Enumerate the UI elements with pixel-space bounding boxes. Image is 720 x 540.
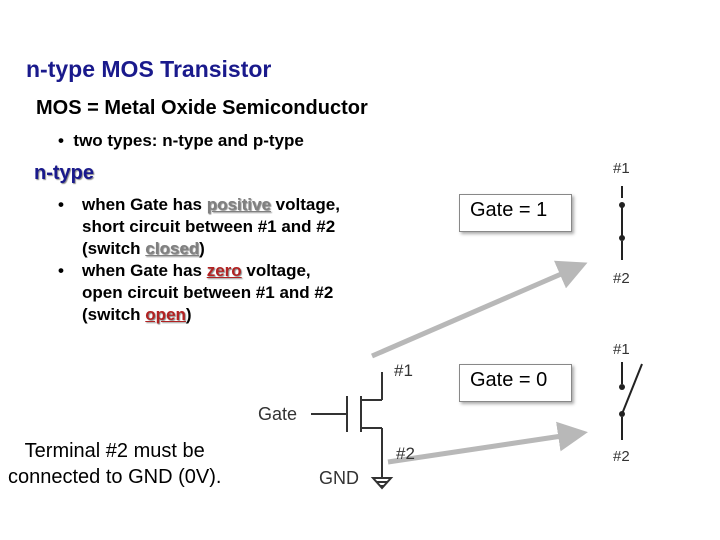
bullet-types-text: two types: n-type and p-type xyxy=(73,131,304,150)
ground-note-line1: Terminal #2 must be xyxy=(24,440,205,462)
rule-positive-line2: short circuit between #1 and #2 xyxy=(82,217,336,236)
closed-switch-top-label: #1 xyxy=(613,160,630,177)
bullet-types: • two types: n-type and p-type xyxy=(58,131,304,151)
ground-note: Terminal #2 must be connected to GND (0V… xyxy=(8,438,221,490)
gnd-icon xyxy=(370,477,394,490)
highlight-positive: positive xyxy=(206,195,271,214)
highlight-zero: zero xyxy=(206,261,242,280)
open-switch-top-label: #1 xyxy=(613,341,630,358)
open-switch-contact-bottom xyxy=(619,411,625,417)
open-switch-blade xyxy=(621,363,643,415)
open-switch-bottom-label: #2 xyxy=(613,448,630,465)
arrow-to-open-switch xyxy=(387,421,588,465)
rule-positive: • when Gate has positive voltage, short … xyxy=(58,194,340,260)
gate1-box: Gate = 1 xyxy=(459,194,572,232)
gate0-box: Gate = 0 xyxy=(459,364,572,402)
bullet-dot: • xyxy=(58,131,74,150)
gate-label: Gate xyxy=(258,404,298,424)
closed-switch-contact-bottom xyxy=(619,235,625,241)
rule-zero-line3: (switch open) xyxy=(82,305,192,324)
gnd-label: GND xyxy=(319,468,359,488)
highlight-open: open xyxy=(145,305,186,324)
terminal2-label: #2 xyxy=(396,444,415,463)
arrow-to-closed-switch xyxy=(371,260,588,359)
rule-zero-line1: when Gate has zero voltage, xyxy=(82,261,311,280)
closed-switch-contact-top xyxy=(619,202,625,208)
closed-switch-bottom-label: #2 xyxy=(613,270,630,287)
terminal1-label: #1 xyxy=(394,361,413,380)
subtitle: MOS = Metal Oxide Semiconductor xyxy=(36,97,368,119)
bullet-dot: • xyxy=(58,261,64,280)
rule-zero-line2: open circuit between #1 and #2 xyxy=(82,283,334,302)
bullet-dot: • xyxy=(58,195,64,214)
page-title: n-type MOS Transistor xyxy=(26,56,272,82)
rule-zero: • when Gate has zero voltage, open circu… xyxy=(58,260,333,326)
highlight-closed: closed xyxy=(145,239,200,258)
section-heading-ntype: n-type xyxy=(34,162,94,184)
rule-positive-line1: when Gate has positive voltage, xyxy=(82,195,340,214)
rule-positive-line3: (switch closed) xyxy=(82,239,205,258)
ground-note-line2: connected to GND (0V). xyxy=(8,466,222,488)
open-switch-contact-top xyxy=(619,384,625,390)
